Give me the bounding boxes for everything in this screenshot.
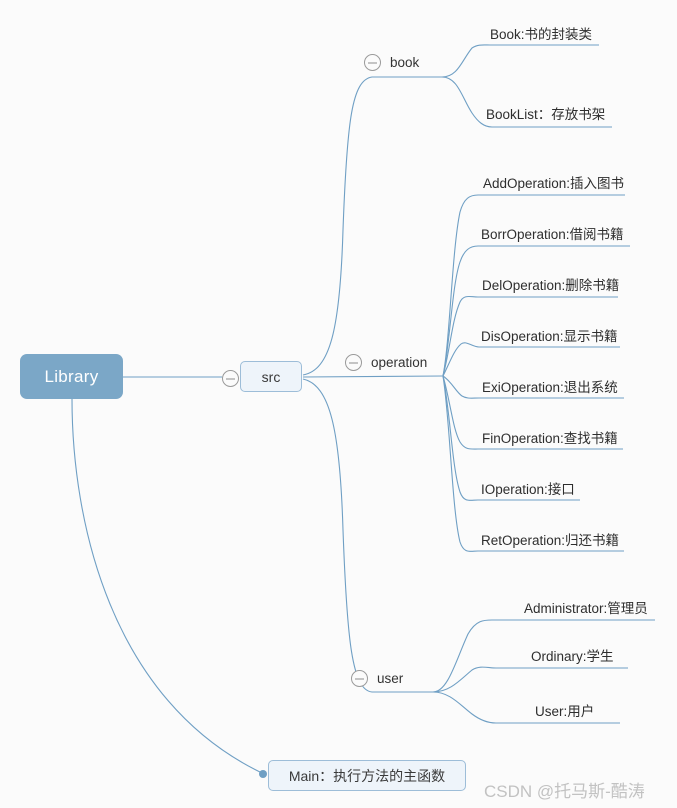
leaf-operation-5[interactable]: FinOperation:查找书籍: [482, 431, 618, 446]
branch-label-book: book: [390, 55, 420, 70]
branch-label-user: user: [377, 671, 404, 686]
node-src[interactable]: src: [240, 361, 302, 392]
collapse-icon-src[interactable]: [222, 370, 239, 387]
collapse-icon-operation[interactable]: [345, 354, 362, 371]
collapse-icon-user[interactable]: [351, 670, 368, 687]
line-src-to-user: [302, 378, 433, 693]
line-library-to-main: [71, 398, 263, 774]
root-node-library[interactable]: Library: [20, 354, 123, 399]
line-book-child-0: [441, 44, 599, 78]
leaf-book-1[interactable]: BookList：存放书架: [486, 107, 606, 122]
node-main[interactable]: Main：执行方法的主函数: [268, 760, 466, 791]
line-op-child-3: [442, 342, 620, 377]
leaf-book-0[interactable]: Book:书的封装类: [490, 27, 593, 42]
line-op-child-1: [442, 245, 630, 377]
main-connector-dot: [259, 770, 267, 778]
leaf-operation-1[interactable]: BorrOperation:借阅书籍: [481, 227, 624, 242]
branch-user[interactable]: user: [351, 670, 403, 687]
line-op-child-7: [442, 375, 624, 552]
csdn-watermark: CSDN @托马斯-酷涛: [484, 782, 645, 801]
branch-label-operation: operation: [371, 355, 428, 370]
branch-operation[interactable]: operation: [345, 354, 427, 371]
leaf-operation-3[interactable]: DisOperation:显示书籍: [481, 329, 618, 344]
leaf-user-1[interactable]: Ordinary:学生: [531, 649, 614, 664]
leaf-user-2[interactable]: User:用户: [535, 704, 595, 719]
line-user-child-1: [432, 666, 628, 693]
leaf-operation-7[interactable]: RetOperation:归还书籍: [481, 533, 620, 548]
branch-book[interactable]: book: [364, 54, 419, 71]
leaf-operation-0[interactable]: AddOperation:插入图书: [483, 176, 625, 191]
collapse-icon-book[interactable]: [364, 54, 381, 71]
leaf-operation-6[interactable]: IOperation:接口: [481, 482, 575, 497]
line-src-to-operation: [302, 375, 444, 378]
line-src-to-book: [302, 76, 442, 376]
leaf-operation-2[interactable]: DelOperation:删除书籍: [482, 278, 620, 293]
leaf-operation-4[interactable]: ExiOperation:退出系统: [482, 380, 618, 395]
leaf-user-0[interactable]: Administrator:管理员: [524, 601, 648, 616]
